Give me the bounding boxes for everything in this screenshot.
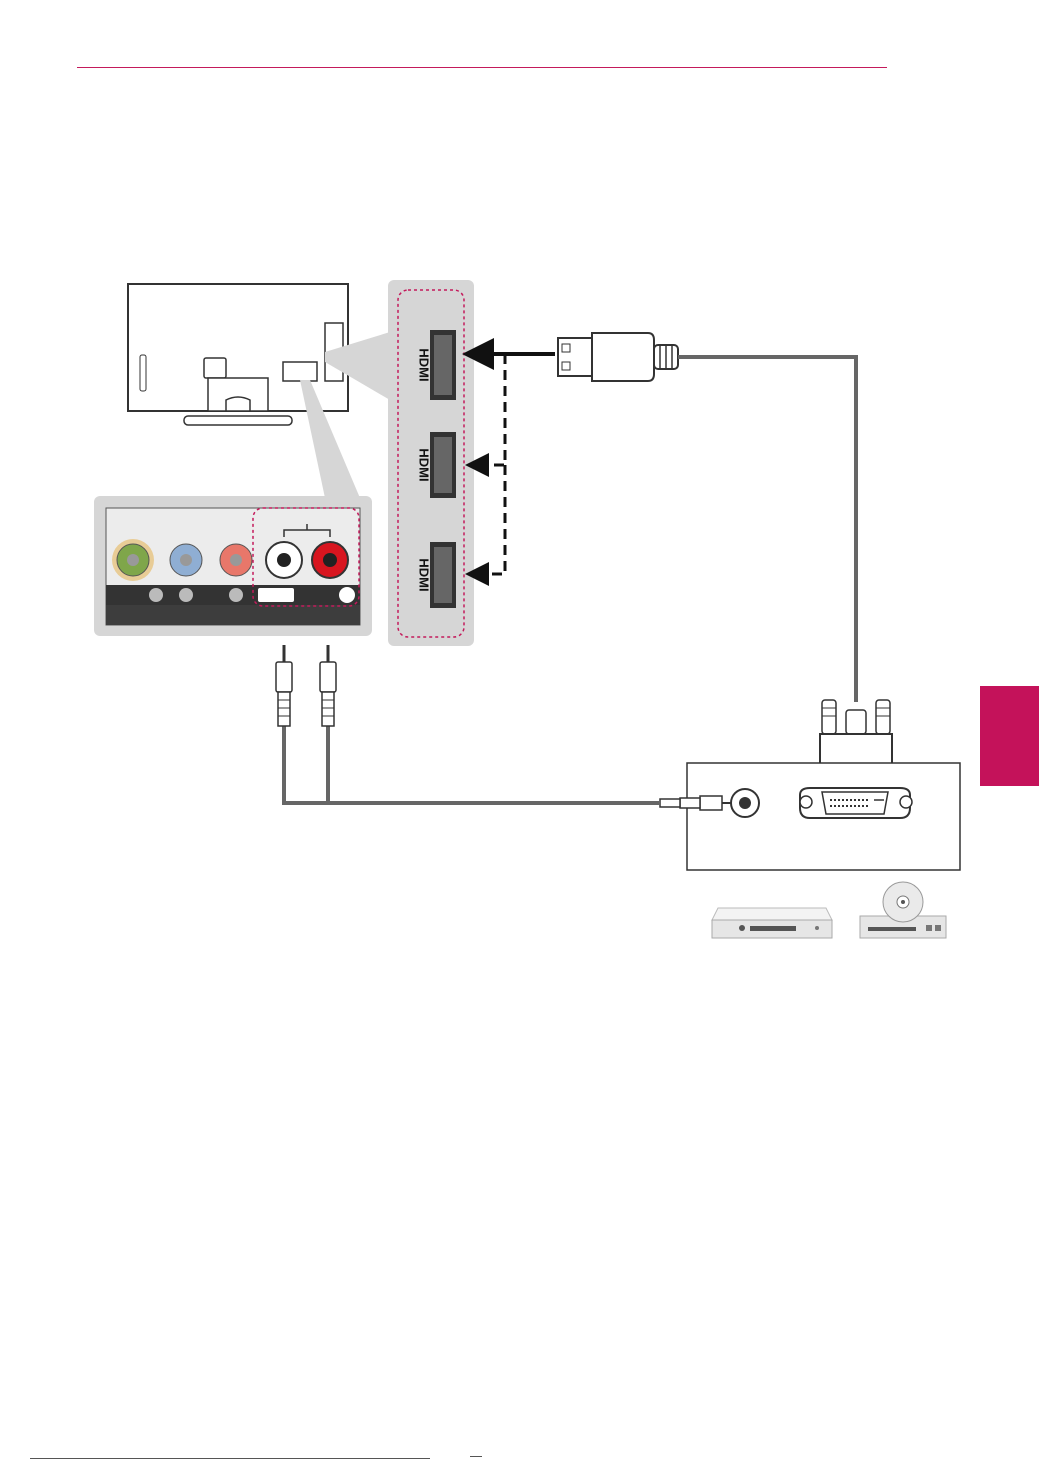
av-panel-zoom [94, 496, 372, 636]
source-device-back-panel [687, 763, 960, 870]
hdmi-panel-zoom: HDMI HDMI HDMI [388, 280, 474, 646]
stereo-mini-plug [660, 796, 732, 810]
hdmi-plug [558, 333, 678, 381]
rca-plug-left [276, 645, 292, 726]
rca-plug-right [320, 645, 336, 726]
hdmi-to-dvi-cable [678, 357, 856, 702]
dvd-recorder-icon [712, 908, 832, 938]
svg-text:HDMI: HDMI [417, 558, 432, 591]
stereo-to-rca-audio-cable [284, 726, 660, 803]
svg-text:HDMI: HDMI [417, 348, 432, 381]
svg-text:HDMI: HDMI [417, 448, 432, 481]
dvd-player-icon [860, 882, 946, 938]
